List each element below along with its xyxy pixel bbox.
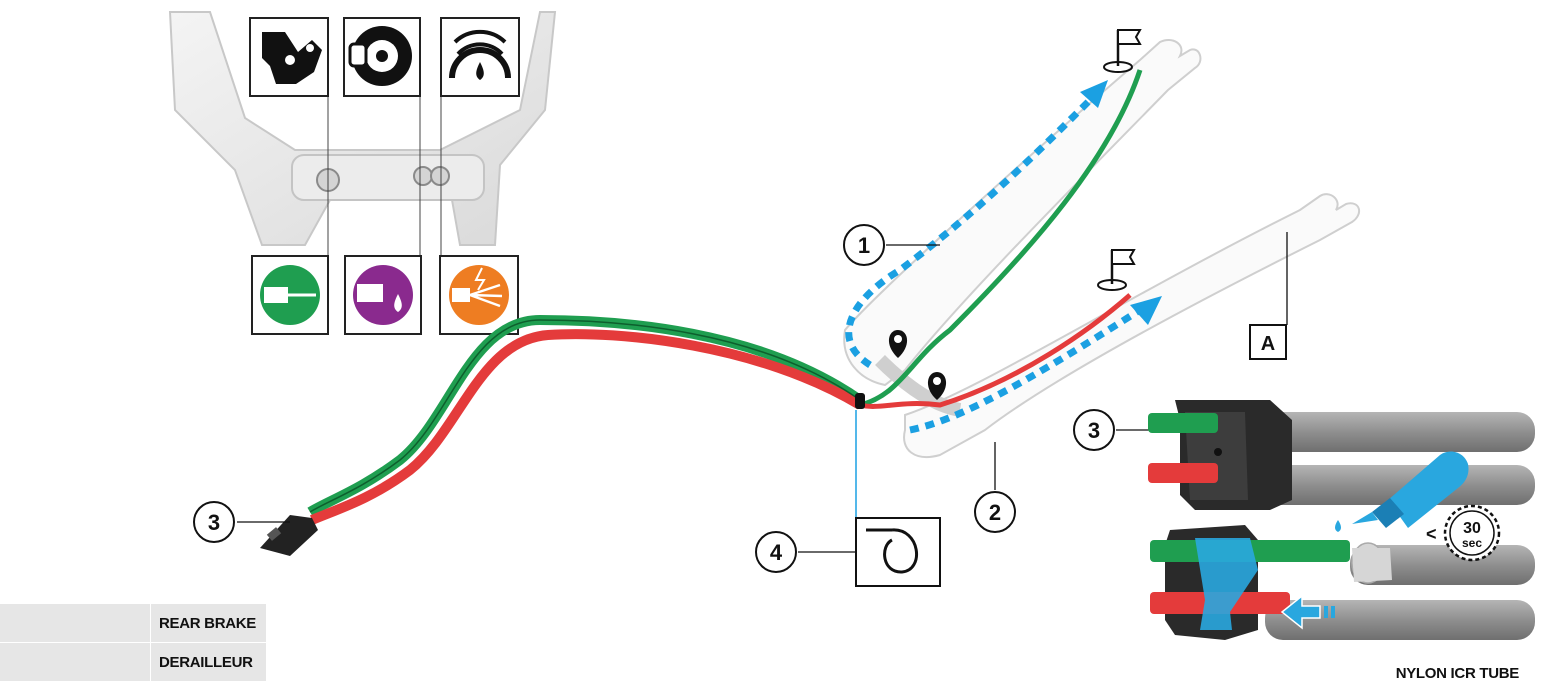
exit-flag-1: [1103, 29, 1142, 73]
legend-swatch-cell: [0, 642, 151, 682]
callout-4-label: 4: [770, 540, 783, 565]
brake-rotor-icon: [343, 17, 421, 97]
nylon-icr-tube-label: NYLON ICR TUBE: [1395, 665, 1520, 682]
callout-4: 4: [755, 531, 797, 573]
callout-3-cable-label: 3: [208, 510, 220, 535]
derailleur-icon: [249, 17, 329, 97]
push-arrow-icon: [1280, 594, 1335, 630]
timer-unit: sec: [1462, 536, 1482, 550]
icr-tubes-lower: [1150, 525, 1535, 640]
electric-wire-icon: [439, 255, 519, 335]
cable-legend: REAR BRAKE DERAILLEUR: [0, 604, 266, 682]
cable-connector: [260, 515, 318, 556]
icr-tubes-upper: [1148, 400, 1535, 510]
legend-row: REAR BRAKE: [0, 604, 266, 643]
legend-row: DERAILLEUR: [0, 642, 266, 682]
callout-a: A: [1249, 324, 1287, 360]
glue-bottle-icon: [1335, 451, 1469, 532]
headset-frame: [168, 11, 557, 246]
chainstay-frame: [843, 38, 1361, 458]
callout-3-connector-label: 3: [1088, 418, 1100, 443]
icon-leader-lines: [327, 96, 442, 258]
entry-pin-2: [927, 372, 947, 400]
exit-flag-2: [1097, 249, 1136, 291]
timer-icon: < 30 sec: [1426, 504, 1501, 562]
brake-hose-icon: [344, 255, 422, 335]
callout-2-label: 2: [989, 500, 1001, 525]
hydraulic-pressure-icon: [440, 17, 520, 97]
callout-3-cable: 3: [193, 501, 235, 543]
legend-label-derailleur: DERAILLEUR: [150, 642, 266, 682]
entry-pin-1: [888, 330, 908, 358]
callout-1: 1: [843, 224, 885, 266]
routing-arrows: [845, 80, 1162, 434]
legend-swatch-cell: [0, 604, 151, 643]
cable-bundle: [307, 69, 1143, 525]
derailleur-cable-icon: [251, 255, 329, 335]
callout-a-label: A: [1261, 333, 1275, 355]
timer-value: 30: [1463, 520, 1481, 537]
cable-tie-icon: [855, 517, 941, 587]
callout-3-connector: 3: [1073, 409, 1115, 451]
callout-1-label: 1: [858, 233, 870, 258]
callout-2: 2: [974, 491, 1016, 533]
timer-prefix: <: [1426, 524, 1437, 544]
legend-label-rear-brake: REAR BRAKE: [150, 604, 266, 643]
